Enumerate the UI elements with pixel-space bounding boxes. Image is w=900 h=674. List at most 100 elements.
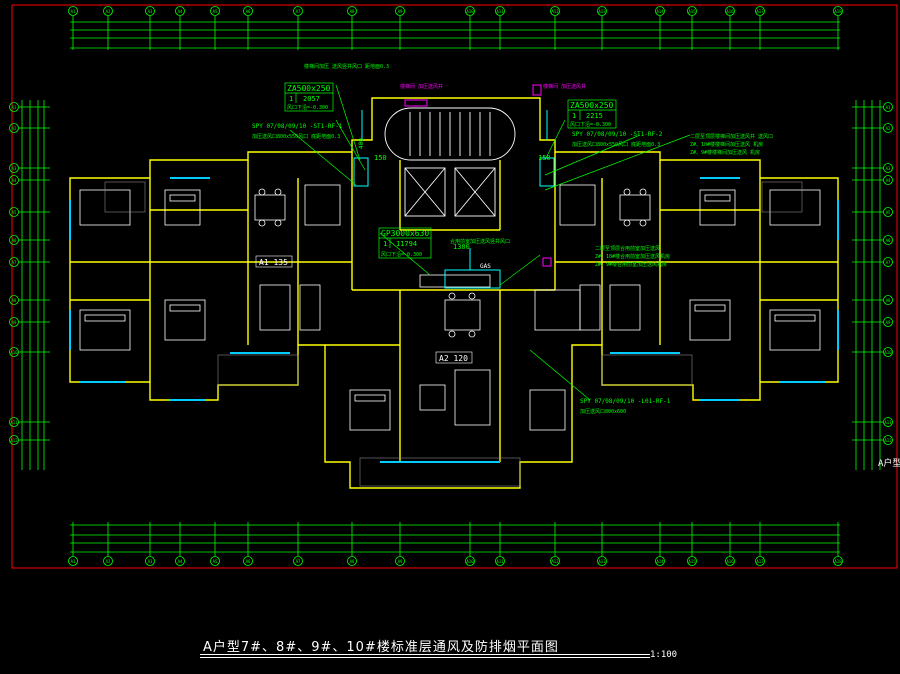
axis-top-6-label: A6 xyxy=(246,9,251,14)
axis-top-6-bubble xyxy=(243,6,253,16)
axis-left-7-bubble xyxy=(9,257,19,267)
axis-bottom-12-label: A12 xyxy=(551,559,559,564)
axis-bottom-9-bubble xyxy=(395,556,405,566)
note-mid-2: Z#、10#楼合用前室加压送风机房 xyxy=(595,253,670,260)
axis-right-5-bubble xyxy=(883,207,893,217)
axis-bottom-11-label: A11 xyxy=(496,559,504,564)
room-tag-a2-box xyxy=(435,351,473,364)
axis-right-8-label: A8 xyxy=(886,298,891,303)
axis-top-11-bubble xyxy=(495,6,505,16)
axis-left-3-label: A3 xyxy=(12,166,17,171)
axis-top-4-label: A4 xyxy=(178,9,183,14)
axis-top-3-label: A3 xyxy=(148,9,153,14)
note-right-1: 二层至顶层楼梯间加压送风井 送风口 xyxy=(690,133,773,140)
dim-400: 400 xyxy=(358,138,365,149)
axis-right-3-bubble xyxy=(883,163,893,173)
axis-left-3-bubble xyxy=(9,163,19,173)
axis-top-18-label: A18 xyxy=(834,9,842,14)
axis-top-13-label: A13 xyxy=(598,9,606,14)
axis-left-4-bubble xyxy=(9,175,19,185)
axis-left-1-bubble xyxy=(9,102,19,112)
axis-bottom-5-bubble xyxy=(210,556,220,566)
axis-top-8-bubble xyxy=(347,6,357,16)
axis-right-5-label: A5 xyxy=(886,210,891,215)
axis-right-10-bubble xyxy=(883,347,893,357)
axis-bottom-3-label: A3 xyxy=(148,559,153,564)
axis-left-11-bubble xyxy=(9,417,19,427)
axis-bottom-15-bubble xyxy=(687,556,697,566)
axis-right-7-bubble xyxy=(883,257,893,267)
axis-right-6-label: A6 xyxy=(886,238,891,243)
duct-center-id: 1 xyxy=(383,240,387,248)
pink-label-right: 楼梯间 加压送风井 xyxy=(543,83,586,90)
dim-150-left: 150 xyxy=(374,154,387,162)
axis-top-17-label: A17 xyxy=(756,9,764,14)
axis-top-13-bubble xyxy=(597,6,607,16)
duct-right-box xyxy=(567,99,617,129)
axis-top-11-label: A11 xyxy=(496,9,504,14)
axis-top-17-bubble xyxy=(755,6,765,16)
axis-bottom-14-label: A14 xyxy=(656,559,664,564)
axis-bottom-11-bubble xyxy=(495,556,505,566)
axis-left-5-label: A5 xyxy=(12,210,17,215)
axis-top-9-label: A9 xyxy=(398,9,403,14)
axis-bottom-10-bubble xyxy=(465,556,475,566)
axis-right-1-bubble xyxy=(883,102,893,112)
axis-right-6-bubble xyxy=(883,235,893,245)
axis-bottom-18-bubble xyxy=(833,556,843,566)
axis-bottom-9-label: A9 xyxy=(398,559,403,564)
leader-lines xyxy=(289,84,691,401)
axis-bottom-5-label: A5 xyxy=(213,559,218,564)
duct-center-box xyxy=(378,227,432,259)
axis-top-10-label: A10 xyxy=(466,9,474,14)
axis-top-5-bubble xyxy=(210,6,220,16)
axis-top-10-bubble xyxy=(465,6,475,16)
valve-right-label: SPY 07/08/09/10 -ST1-RF-2 xyxy=(572,131,663,138)
axis-bottom-16-label: A16 xyxy=(726,559,734,564)
valve-bottom-note: 加压送风口800x600 xyxy=(580,408,626,415)
axis-left-9-bubble xyxy=(9,317,19,327)
axis-bottom-6-label: A6 xyxy=(246,559,251,564)
axis-left-9-label: A9 xyxy=(12,320,17,325)
axis-bottom-17-label: A17 xyxy=(756,559,764,564)
axis-top-4-bubble xyxy=(175,6,185,16)
axis-tick-group xyxy=(19,16,883,556)
annotation-layer: ZA500x250 1 2057 风口下沿=-0.300 ZA500x250 1… xyxy=(252,63,900,469)
axis-bottom-14-bubble xyxy=(655,556,665,566)
axis-bottom-3-bubble xyxy=(145,556,155,566)
room-tag-a1: A1 135 xyxy=(259,258,288,267)
axis-left-1-label: A1 xyxy=(12,105,17,110)
gas-label: GAS xyxy=(480,263,491,270)
duct-right-elev: 风口下沿=-0.300 xyxy=(570,121,611,128)
axis-top-1-label: A1 xyxy=(71,9,76,14)
duct-center-size: GP3000x630 xyxy=(381,229,429,238)
axis-right-7-label: A7 xyxy=(886,260,891,265)
axis-left-2-bubble xyxy=(9,123,19,133)
axis-top-14-label: A14 xyxy=(656,9,664,14)
side-label: A户型 xyxy=(878,457,900,469)
note-center: 合用前室加压送风竖井风口 xyxy=(450,238,510,245)
ducts xyxy=(353,110,555,289)
axis-right-8-bubble xyxy=(883,295,893,305)
windows xyxy=(69,177,839,463)
room-tag-a1-box xyxy=(255,255,293,268)
axis-bottom-4-label: A4 xyxy=(178,559,183,564)
axis-top-9-bubble xyxy=(395,6,405,16)
axis-left-7-label: A7 xyxy=(12,260,17,265)
drawing-frame xyxy=(11,4,898,569)
note-mid-1: 二层至顶层合用前室加压送风 xyxy=(595,245,660,252)
axis-left-10-bubble xyxy=(9,347,19,357)
axis-bottom-4-bubble xyxy=(175,556,185,566)
dimension-lines xyxy=(21,21,881,553)
axis-top-15-bubble xyxy=(687,6,697,16)
axis-bottom-6-bubble xyxy=(243,556,253,566)
axis-right-4-bubble xyxy=(883,175,893,185)
axis-right-12-label: A12 xyxy=(884,438,892,443)
duct-left-size: ZA500x250 xyxy=(287,84,331,93)
stair-core xyxy=(384,107,516,217)
axis-bottom-15-label: A15 xyxy=(688,559,696,564)
valve-bottom-label: SPY 07/08/09/10 -L01-RF-1 xyxy=(580,398,671,405)
